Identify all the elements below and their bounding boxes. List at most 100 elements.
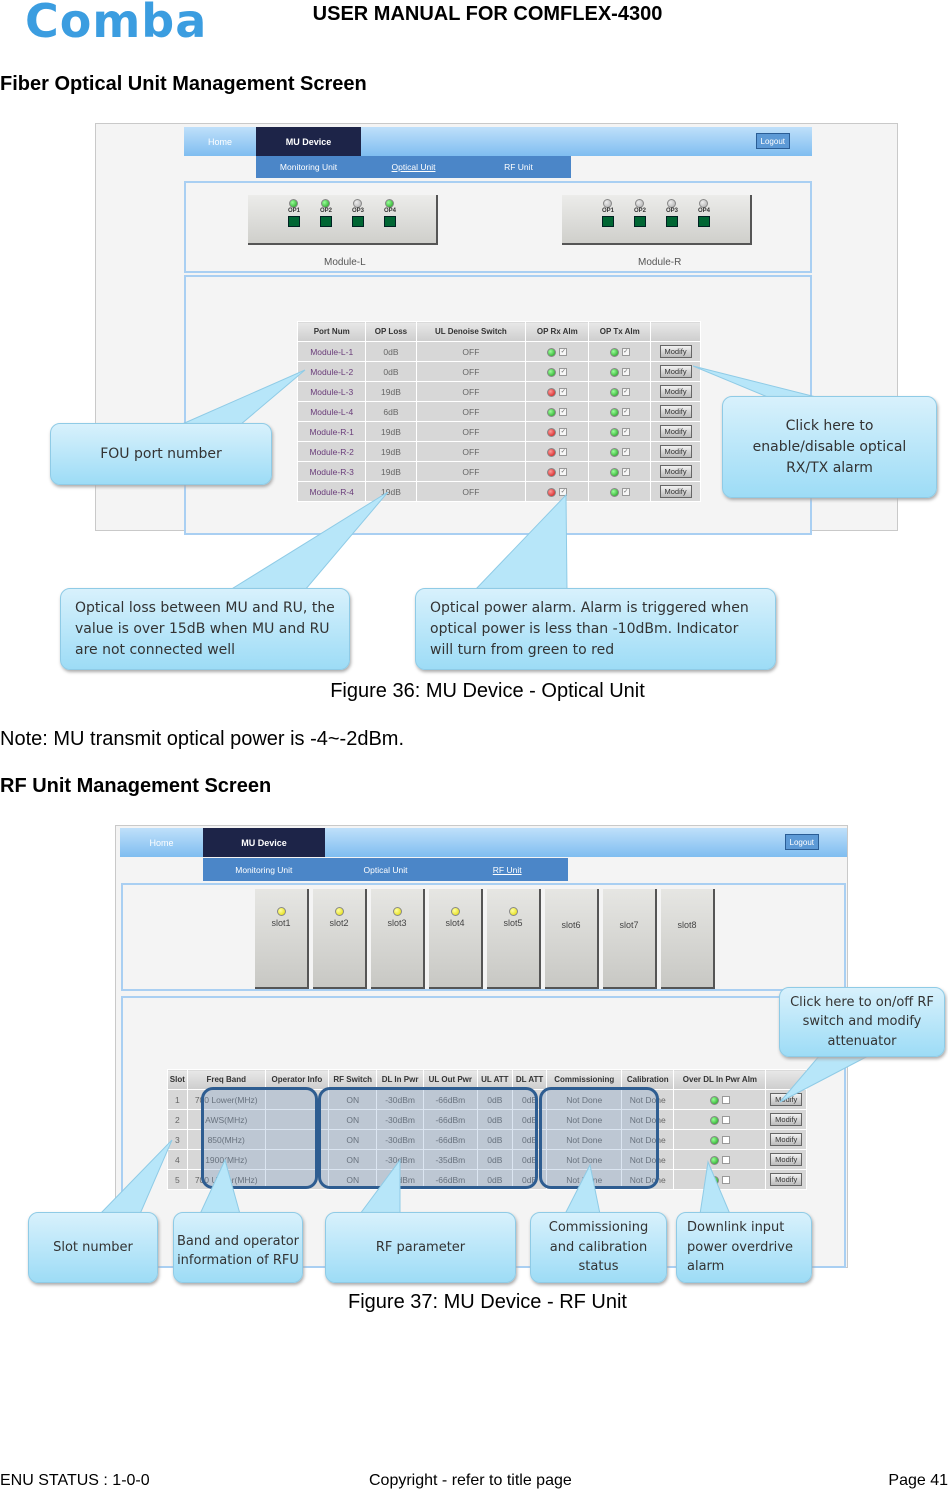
subnav-rf-unit[interactable]: RF Unit — [504, 162, 533, 172]
modify-button[interactable]: Modify — [770, 1093, 803, 1106]
modify-button[interactable]: Modify — [659, 485, 692, 498]
modify-button[interactable]: Modify — [659, 465, 692, 478]
slot-status-led — [450, 907, 460, 916]
slot-card[interactable]: slot2 — [313, 889, 367, 989]
optical-port[interactable]: OP1 — [287, 199, 300, 239]
optical-port[interactable]: OP4 — [697, 199, 710, 239]
slot-card[interactable]: slot7 — [603, 889, 657, 989]
column-header: Port Num — [296, 321, 367, 342]
ul-out-pwr: -66dBm — [422, 1089, 478, 1110]
alarm-enable-checkbox[interactable]: ✓ — [621, 368, 630, 377]
subnav-optical-unit-rf[interactable]: Optical Unit — [363, 864, 408, 875]
alarm-led — [609, 387, 619, 397]
subnav-rf-unit-rf[interactable]: RF Unit — [492, 864, 522, 875]
modify-button[interactable]: Modify — [770, 1153, 803, 1166]
modify-button[interactable]: Modify — [659, 405, 692, 418]
alarm-led — [547, 467, 557, 477]
logout-button-rf[interactable]: Logout — [784, 834, 819, 850]
port-status-led — [321, 199, 331, 208]
subnav-monitoring-unit-rf[interactable]: Monitoring Unit — [235, 864, 293, 875]
optical-port[interactable]: OP2 — [319, 199, 332, 239]
callout-slot-number: Slot number — [28, 1212, 158, 1283]
callout-alarm-toggle: Click here to enable/disable optical RX/… — [722, 396, 937, 498]
optical-port[interactable]: OP3 — [665, 199, 678, 239]
alarm-enable-checkbox[interactable]: ✓ — [621, 348, 630, 357]
alarm-enable-checkbox[interactable]: ✓ — [559, 448, 568, 457]
slot-card[interactable]: slot6 — [545, 889, 599, 989]
alarm-enable-checkbox[interactable] — [721, 1096, 730, 1105]
dl-att: 0dB — [511, 1109, 548, 1130]
fiber-port-icon — [287, 216, 300, 227]
modify-button[interactable]: Modify — [770, 1173, 803, 1186]
modify-button[interactable]: Modify — [659, 425, 692, 438]
optical-port[interactable]: OP3 — [351, 199, 364, 239]
alarm-enable-checkbox[interactable]: ✓ — [559, 428, 568, 437]
alarm-enable-checkbox[interactable] — [721, 1116, 730, 1125]
optical-port[interactable]: OP2 — [633, 199, 646, 239]
modify-button[interactable]: Modify — [770, 1113, 803, 1126]
modify-button[interactable]: Modify — [770, 1133, 803, 1146]
nav-home[interactable]: Home — [207, 136, 232, 147]
modify-button[interactable]: Modify — [659, 385, 692, 398]
slot-label: slot6 — [561, 920, 581, 930]
module-r-card[interactable]: OP1 OP2 OP3 OP4 — [562, 195, 752, 245]
alarm-enable-checkbox[interactable]: ✓ — [559, 348, 568, 357]
ul-att: 0dB — [476, 1109, 513, 1130]
alarm-led — [609, 447, 619, 457]
alarm-enable-checkbox[interactable]: ✓ — [621, 468, 630, 477]
op-loss: 19dB — [365, 481, 417, 502]
top-nav-rf: Home MU Device Logout — [120, 828, 847, 857]
fiber-port-icon — [319, 216, 332, 227]
alarm-enable-checkbox[interactable]: ✓ — [559, 408, 568, 417]
over-dl-alarm — [673, 1109, 767, 1130]
callout-downlink-alarm: Downlink input power overdrive alarm — [676, 1212, 812, 1283]
alarm-led — [547, 367, 557, 377]
slot-card[interactable]: slot1 — [255, 889, 309, 989]
modify-button[interactable]: Modify — [659, 365, 692, 378]
alarm-enable-checkbox[interactable]: ✓ — [621, 388, 630, 397]
alarm-enable-checkbox[interactable] — [721, 1156, 730, 1165]
subnav-monitoring-unit[interactable]: Monitoring Unit — [279, 162, 338, 172]
optical-port[interactable]: OP4 — [383, 199, 396, 239]
alarm-led — [547, 427, 557, 437]
slot-card[interactable]: slot5 — [487, 889, 541, 989]
slot-card[interactable]: slot8 — [661, 889, 715, 989]
port-status-led — [385, 199, 395, 208]
nav-mu-device-rf[interactable]: MU Device — [203, 828, 325, 857]
modify-button[interactable]: Modify — [659, 345, 692, 358]
ul-denoise: OFF — [415, 441, 527, 462]
slot-card[interactable]: slot3 — [371, 889, 425, 989]
module-l-card[interactable]: OP1 OP2 OP3 OP4 — [248, 195, 438, 245]
calibration: Not Done — [621, 1109, 675, 1130]
alarm-enable-checkbox[interactable]: ✓ — [621, 408, 630, 417]
alarm-enable-checkbox[interactable]: ✓ — [559, 388, 568, 397]
alarm-enable-checkbox[interactable]: ✓ — [621, 488, 630, 497]
op-tx-alarm: ✓ — [588, 481, 652, 502]
optical-unit-screenshot: Home MU Device Logout Monitoring Unit Op… — [95, 123, 898, 535]
action-cell: Modify — [650, 421, 701, 442]
nav-home-rf[interactable]: Home — [149, 837, 174, 848]
subnav-optical-unit[interactable]: Optical Unit — [391, 162, 436, 172]
ul-denoise: OFF — [415, 481, 527, 502]
slot-status-led — [392, 907, 402, 916]
alarm-enable-checkbox[interactable] — [721, 1176, 730, 1185]
optical-port[interactable]: OP1 — [601, 199, 614, 239]
action-cell: Modify — [650, 341, 701, 362]
action-cell: Modify — [650, 381, 701, 402]
alarm-enable-checkbox[interactable]: ✓ — [559, 468, 568, 477]
alarm-enable-checkbox[interactable]: ✓ — [621, 428, 630, 437]
section-heading-optical: Fiber Optical Unit Management Screen — [0, 73, 367, 95]
callout-band-operator: Band and operator information of RFU — [173, 1212, 303, 1283]
modify-button[interactable]: Modify — [659, 445, 692, 458]
nav-mu-device[interactable]: MU Device — [256, 127, 361, 156]
alarm-enable-checkbox[interactable] — [721, 1136, 730, 1145]
alarm-enable-checkbox[interactable]: ✓ — [559, 368, 568, 377]
ul-denoise: OFF — [415, 361, 527, 382]
alarm-enable-checkbox[interactable]: ✓ — [559, 488, 568, 497]
logout-button[interactable]: Logout — [755, 133, 790, 149]
slot-card[interactable]: slot4 — [429, 889, 483, 989]
slot-status-led — [334, 907, 344, 916]
alarm-enable-checkbox[interactable]: ✓ — [621, 448, 630, 457]
section-heading-rf: RF Unit Management Screen — [0, 775, 272, 797]
